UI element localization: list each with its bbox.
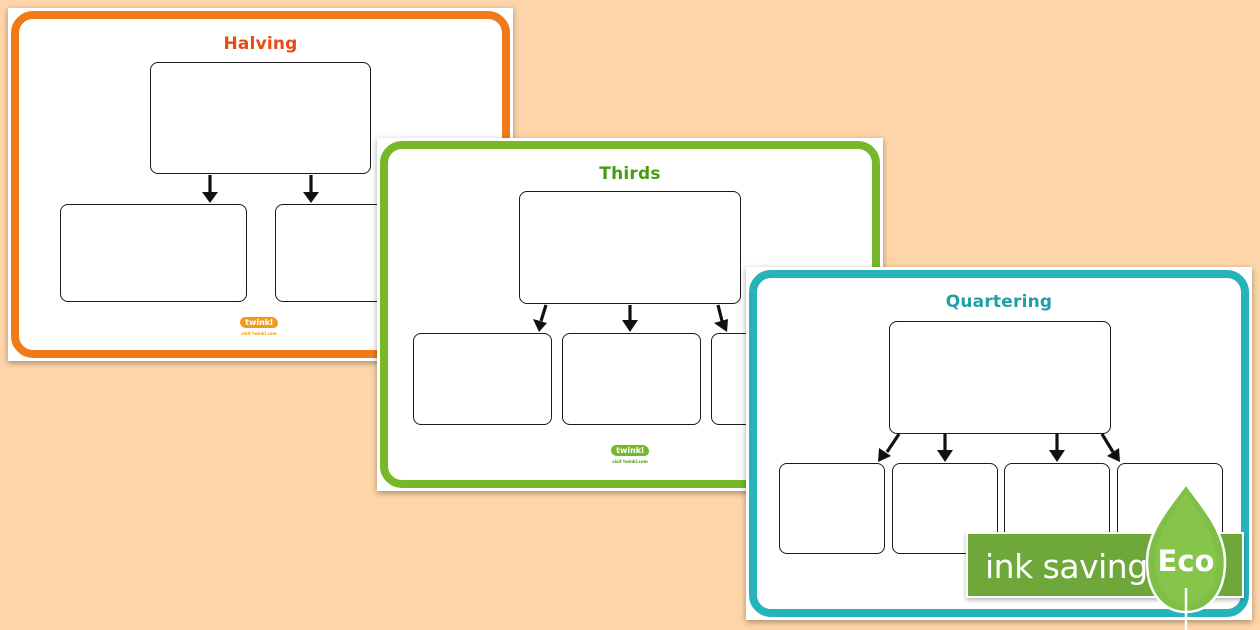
down-arrow-icon <box>714 304 728 332</box>
down-arrow-icon <box>202 175 218 203</box>
quartering-title: Quartering <box>945 292 1053 312</box>
down-arrow-icon <box>937 434 953 462</box>
ink-saving-text: ink saving <box>985 547 1148 586</box>
down-arrow-icon <box>1100 433 1120 462</box>
down-arrow-icon <box>622 305 638 332</box>
down-arrow-icon <box>303 175 319 203</box>
whole-box <box>889 321 1111 434</box>
halving-arrows <box>202 175 319 203</box>
quartering-frame <box>749 270 1249 617</box>
whole-box <box>519 191 741 304</box>
quartering-arrows <box>878 433 1120 462</box>
twinkl-logo: twinkl visit twinkl.com <box>611 445 649 464</box>
eco-label: Eco <box>1157 544 1215 578</box>
half-box-1 <box>60 204 247 302</box>
third-box-1 <box>413 333 552 425</box>
third-box-2 <box>562 333 701 425</box>
thirds-arrows <box>533 304 728 332</box>
halving-title: Halving <box>223 34 298 54</box>
twinkl-logo: twinkl visit twinkl.com <box>240 317 278 336</box>
quarter-box-1 <box>779 463 885 554</box>
down-arrow-icon <box>533 304 548 332</box>
whole-box <box>150 62 371 174</box>
thirds-title: Thirds <box>599 164 661 184</box>
down-arrow-icon <box>878 433 901 462</box>
down-arrow-icon <box>1049 434 1065 462</box>
